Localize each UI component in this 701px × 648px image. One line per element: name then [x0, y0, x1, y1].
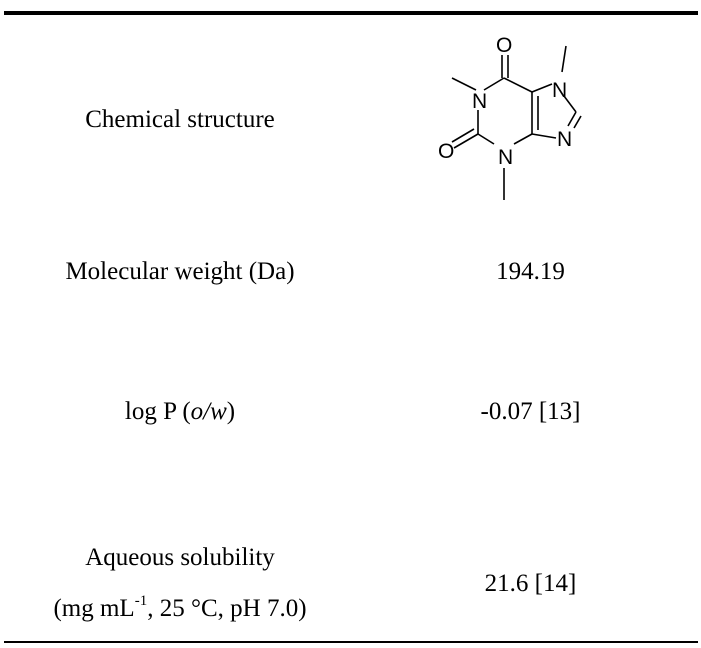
svg-text:N: N: [498, 146, 513, 169]
table-bottom-rule: [4, 641, 698, 643]
table-top-rule: [4, 11, 698, 15]
svg-text:N: N: [472, 90, 487, 113]
caffeine-structure-icon: O N N N N O: [438, 34, 582, 200]
row-value-molecular-weight: 194.19: [496, 258, 565, 285]
svg-text:O: O: [496, 34, 512, 57]
row-label-chemical-structure: Chemical structure: [85, 106, 275, 133]
svg-text:N: N: [552, 79, 567, 102]
row-value-logp: -0.07 [13]: [480, 398, 581, 425]
row-label-molecular-weight: Molecular weight (Da): [65, 258, 295, 285]
row-label-aqueous-solubility: Aqueous solubility: [85, 544, 275, 571]
row-label-solubility-units: (mg mL-1, 25 °C, pH 7.0): [53, 593, 307, 622]
row-value-aqueous-solubility: 21.6 [14]: [484, 570, 577, 597]
svg-text:N: N: [557, 128, 572, 151]
row-label-logp: log P (o/w): [124, 398, 236, 425]
svg-text:O: O: [438, 140, 454, 163]
